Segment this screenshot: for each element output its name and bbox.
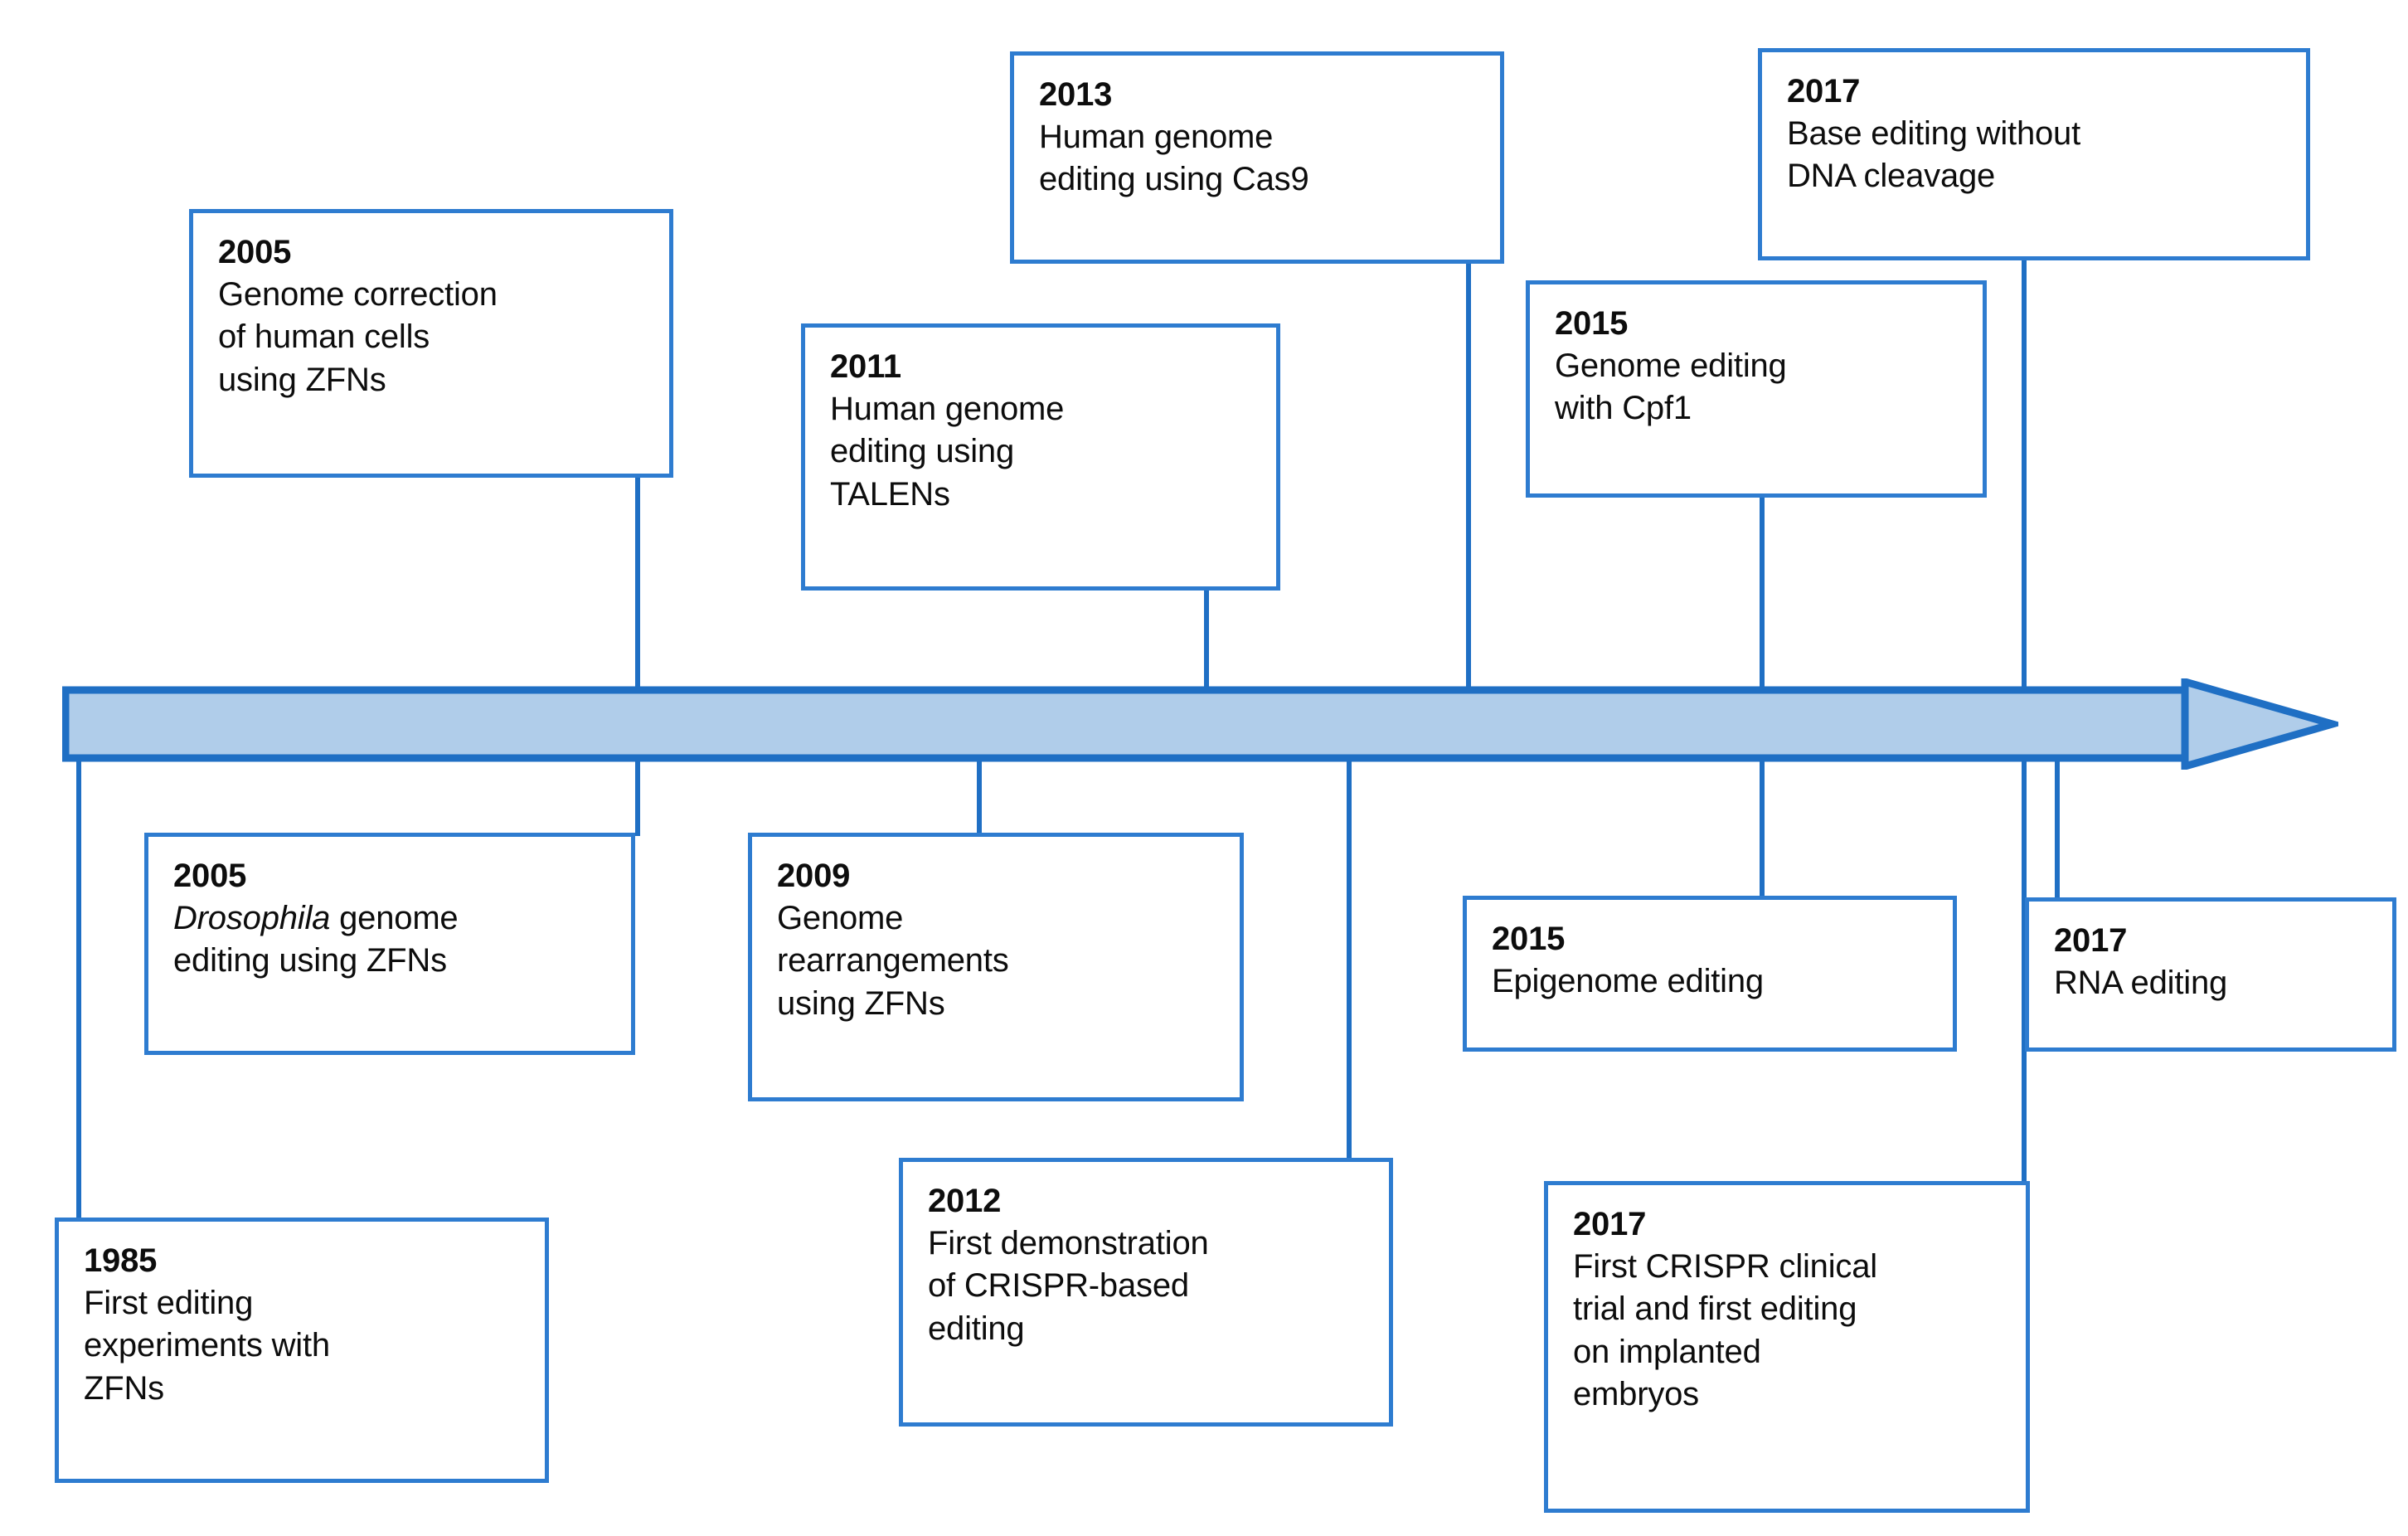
event-year: 2017 (1787, 73, 1861, 109)
event-text: First CRISPR clinical trial and first ed… (1573, 1248, 1877, 1412)
event-box-2017-base-editing[interactable]: 2017 Base editing without DNA cleavage (1758, 48, 2310, 260)
event-box-2011-talens[interactable]: 2011 Human genome editing using TALENs (801, 323, 1280, 591)
connector-line-2009 (977, 713, 982, 836)
event-box-2015-epigenome[interactable]: 2015 Epigenome editing (1463, 896, 1957, 1052)
event-year: 2012 (928, 1183, 1002, 1219)
event-year: 2015 (1555, 305, 1629, 342)
event-box-2017-rna-editing[interactable]: 2017 RNA editing (2025, 897, 2396, 1052)
event-box-2005-drosophila[interactable]: 2005 Drosophila genome editing using ZFN… (144, 833, 635, 1055)
event-text: First editing experiments with ZFNs (84, 1285, 330, 1407)
timeline-arrow-shape (62, 678, 2338, 770)
event-text: Drosophila genome editing using ZFNs (173, 897, 609, 982)
event-box-2015-cpf1[interactable]: 2015 Genome editing with Cpf1 (1526, 280, 1987, 498)
connector-line-2011 (1204, 591, 1209, 727)
event-box-2012-crispr-demo[interactable]: 2012 First demonstration of CRISPR-based… (899, 1158, 1393, 1427)
event-year: 2017 (2054, 922, 2128, 959)
connector-line-2015-epigenome (1760, 713, 1765, 902)
event-year: 2009 (777, 858, 851, 894)
event-year: 1985 (84, 1242, 158, 1279)
species-name: Drosophila (173, 900, 331, 937)
connector-line-2015-cpf1 (1760, 496, 1765, 727)
event-year: 2013 (1039, 76, 1113, 113)
event-year: 2017 (1573, 1206, 1647, 1242)
event-text: Human genome editing using TALENs (830, 391, 1065, 513)
event-text: RNA editing (2054, 965, 2228, 1002)
event-text: Genome editing with Cpf1 (1555, 348, 1787, 427)
connector-line-2012 (1347, 713, 1352, 1174)
event-text: Base editing without DNA cleavage (1787, 115, 2081, 195)
connector-line-1985 (76, 713, 81, 1244)
event-box-2009-rearrangements[interactable]: 2009 Genome rearrangements using ZFNs (748, 833, 1244, 1101)
connector-line-2017-rna (2055, 713, 2060, 902)
connector-line-2005-above (635, 478, 640, 727)
connector-line-2017-crispr-trial (2022, 713, 2027, 1188)
event-box-2017-crispr-trial[interactable]: 2017 First CRISPR clinical trial and fir… (1544, 1181, 2030, 1513)
event-text: Genome correction of human cells using Z… (218, 276, 498, 398)
event-box-2013-cas9[interactable]: 2013 Human genome editing using Cas9 (1010, 51, 1504, 264)
event-text: Human genome editing using Cas9 (1039, 119, 1309, 198)
event-box-1985-first-editing[interactable]: 1985 First editing experiments with ZFNs (55, 1218, 549, 1483)
event-text-rest: genome editing using ZFNs (173, 900, 459, 979)
connector-line-2013 (1466, 143, 1471, 727)
event-year: 2005 (218, 234, 292, 270)
event-text: Genome rearrangements using ZFNs (777, 900, 1009, 1022)
connector-line-2017-base-editing (2022, 139, 2027, 727)
event-text: Epigenome editing (1492, 963, 1764, 1000)
timeline-arrow (62, 678, 2338, 770)
event-year: 2015 (1492, 921, 1566, 957)
event-text: First demonstration of CRISPR-based edit… (928, 1225, 1209, 1347)
event-year: 2011 (830, 348, 901, 385)
connector-line-2005-below (635, 713, 640, 836)
event-box-2005-genome-correction[interactable]: 2005 Genome correction of human cells us… (189, 209, 673, 478)
event-year: 2005 (173, 858, 247, 894)
